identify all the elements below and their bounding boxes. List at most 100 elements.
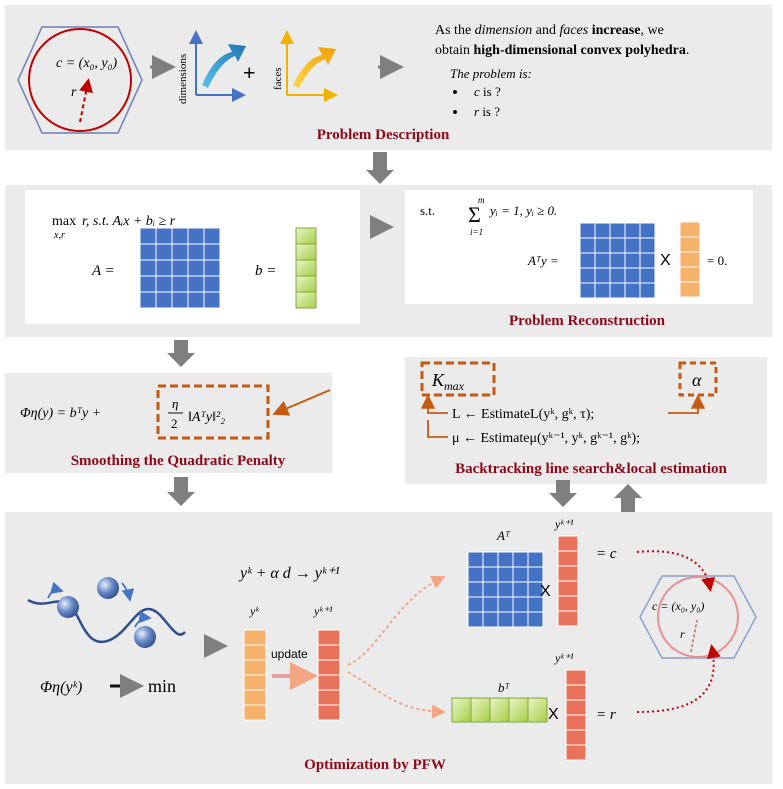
- matrix-cell: [639, 282, 656, 299]
- matrix-cell: [155, 259, 173, 277]
- matrix-cell: [512, 596, 529, 613]
- center-label: c = (x₀, y₀): [56, 56, 117, 71]
- matrix-cell: [467, 596, 484, 613]
- vector-cell: [317, 644, 341, 661]
- matrix-AT-optimization: [467, 551, 544, 628]
- vector-bT: [451, 697, 548, 723]
- matrix-cell: [203, 243, 221, 261]
- yk1-label-bottom: yᵏ⁺¹: [554, 651, 574, 665]
- matrix-cell: [482, 581, 499, 598]
- b-label: b =: [255, 263, 276, 279]
- matrix-cell: [467, 566, 484, 583]
- down-arrow-3-head: [167, 492, 195, 506]
- bullet-dot-2: [453, 110, 457, 114]
- matrix-cell: [139, 227, 157, 245]
- matrix-cell: [203, 275, 221, 293]
- vector-cell: [243, 659, 267, 676]
- AT-label: Aᵀ: [496, 528, 511, 543]
- matrix-cell: [512, 566, 529, 583]
- ball-motion-1: [47, 581, 64, 599]
- objective-max: max: [52, 214, 76, 229]
- vector-cell: [317, 659, 341, 676]
- matrix-cell: [482, 611, 499, 628]
- estimate-mu-line: μ ← Estimateμ(yᵏ⁻¹, yᵏ, gᵏ⁻¹, gᵏ);: [452, 431, 640, 446]
- matrix-cell: [467, 551, 484, 568]
- vector-cell: [295, 275, 317, 293]
- matrix-cell: [467, 611, 484, 628]
- sum-top: m: [478, 195, 485, 205]
- yk-label: yᵏ: [249, 604, 259, 618]
- smoothing-lhs: Φη(y) = bᵀy +: [20, 406, 101, 421]
- matrix-cell: [594, 252, 611, 269]
- matrix-cell: [171, 291, 189, 309]
- result-radius-label: r: [680, 627, 685, 641]
- vector-cell: [243, 704, 267, 721]
- matrix-cell: [497, 551, 514, 568]
- down-arrow-4-shaft: [556, 480, 570, 494]
- matrix-cell: [527, 551, 544, 568]
- penalty-dashed-box: [156, 384, 270, 440]
- aty-label: Aᵀy =: [527, 253, 559, 268]
- vector-cell: [679, 266, 701, 283]
- A-label: A =: [91, 263, 115, 279]
- vector-yk1: [317, 629, 341, 721]
- matrix-cell: [139, 291, 157, 309]
- reconstruction-title: Problem Reconstruction: [509, 313, 666, 329]
- matrix-cell: [155, 291, 173, 309]
- matrix-cell: [609, 252, 626, 269]
- down-arrow-1-shaft: [373, 152, 387, 170]
- vector-yk1-r: [565, 669, 587, 761]
- matrix-cell: [171, 259, 189, 277]
- fraction-denominator: 2: [171, 416, 178, 431]
- vector-cell: [243, 644, 267, 661]
- BT-label: bᵀ: [498, 680, 511, 695]
- matrix-cell: [639, 237, 656, 254]
- sum-body: yᵢ = 1, yᵢ ≥ 0.: [488, 203, 557, 218]
- matrix-cell: [482, 566, 499, 583]
- vector-yk1-c: [557, 535, 579, 627]
- result-circle: [657, 576, 739, 658]
- down-arrow-2-shaft: [174, 340, 188, 354]
- matrix-cell: [527, 611, 544, 628]
- vector-cell: [565, 744, 587, 761]
- matrix-cell: [203, 259, 221, 277]
- kmax-dashed-box: [420, 361, 496, 397]
- matrix-cell: [187, 291, 205, 309]
- sum-bottom: i=1: [470, 227, 483, 237]
- optimization-panel: [5, 512, 772, 784]
- update-rule: yᵏ + α d → yᵏ⁺¹: [238, 565, 340, 582]
- problem-description-title: Problem Description: [317, 127, 450, 143]
- matrix-A-formulation: [139, 227, 221, 309]
- vector-cell: [317, 704, 341, 721]
- vector-cell: [508, 697, 529, 723]
- matrix-cell: [579, 222, 596, 239]
- faces-growth-arrow: [293, 47, 336, 88]
- problem-intro: The problem is:: [450, 66, 532, 81]
- matrix-cell: [155, 275, 173, 293]
- times-sign-1: X: [660, 252, 671, 269]
- vector-cell: [557, 565, 579, 582]
- min-label: min: [148, 676, 176, 696]
- dimensions-growth-arrow: [202, 44, 246, 88]
- vector-cell: [243, 629, 267, 646]
- st-label: s.t.: [420, 203, 435, 218]
- matrix-cell: [579, 237, 596, 254]
- vector-cell: [557, 610, 579, 627]
- matrix-cell: [187, 227, 205, 245]
- vector-cell: [557, 595, 579, 612]
- matrix-cell: [139, 259, 157, 277]
- estimate-L-line: L ← EstimateL(yᵏ, gᵏ, τ);: [452, 407, 594, 422]
- faces-label: faces: [272, 67, 284, 90]
- eta-numerator: η: [172, 396, 178, 411]
- matrix-cell: [187, 259, 205, 277]
- matrix-cell: [187, 243, 205, 261]
- yk1-label: yᵏ⁺¹: [313, 604, 333, 618]
- matrix-cell: [139, 243, 157, 261]
- description-line-2: obtain high-dimensional convex polyhedra…: [435, 43, 689, 58]
- matrix-cell: [594, 237, 611, 254]
- ball-2: [97, 577, 119, 599]
- matrix-cell: [579, 252, 596, 269]
- matrix-cell: [579, 282, 596, 299]
- r-to-result-arrow: [636, 644, 721, 713]
- matrix-cell: [497, 596, 514, 613]
